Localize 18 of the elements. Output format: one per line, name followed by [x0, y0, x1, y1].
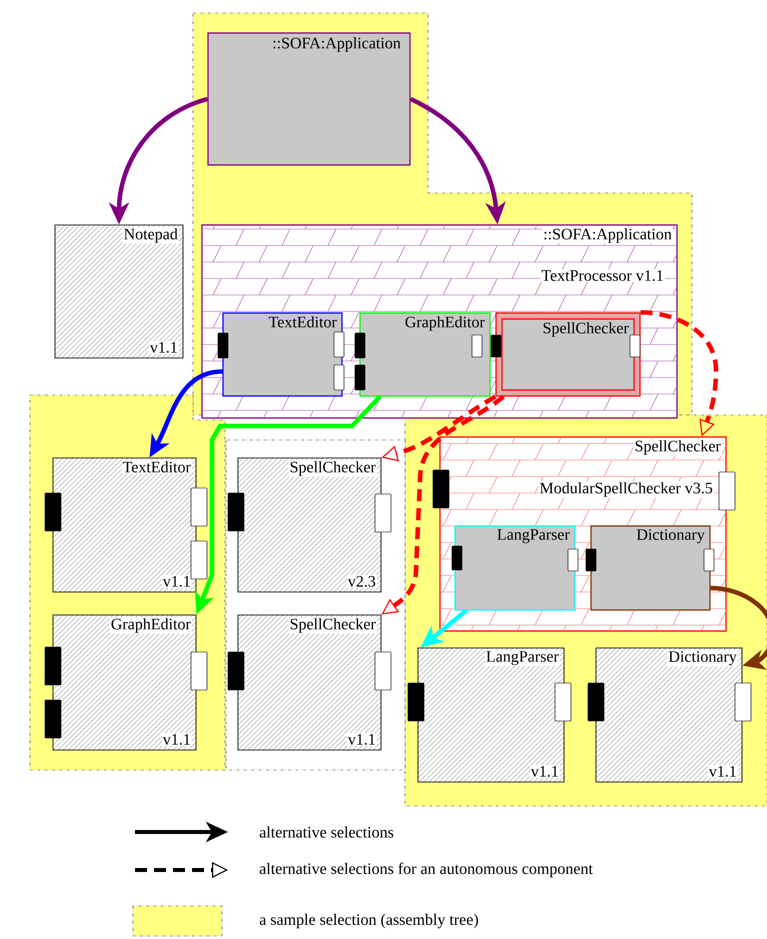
- implementation-box: Notepad v1.1: [54, 224, 184, 358]
- implementation-box: LangParser v1.1: [418, 648, 564, 782]
- legend-text: alternative selections: [260, 826, 394, 838]
- legend-text: alternative selections for an autonomous component: [260, 862, 593, 878]
- component-box: TextEditor: [222, 312, 343, 397]
- implementation-box: GraphEditor v1.1: [52, 614, 196, 750]
- implementation-box: SpellChecker v2.3: [238, 458, 382, 592]
- component-box: LangParser: [454, 525, 576, 611]
- component-box: ::SOFA:Application: [207, 32, 411, 166]
- arrow: [710, 586, 767, 670]
- legend-text: a sample selection (assembly tree): [260, 914, 478, 928]
- node-label: v1.1: [162, 576, 190, 587]
- implementation-box: Dictionary v1.1: [596, 648, 742, 782]
- component-box: Dictionary: [590, 525, 711, 611]
- node-label: TextEditor: [122, 461, 191, 472]
- implementation-box: TextEditor v1.1: [52, 458, 196, 592]
- component-box: GraphEditor: [359, 312, 491, 397]
- component-box: SpellChecker: [495, 312, 641, 397]
